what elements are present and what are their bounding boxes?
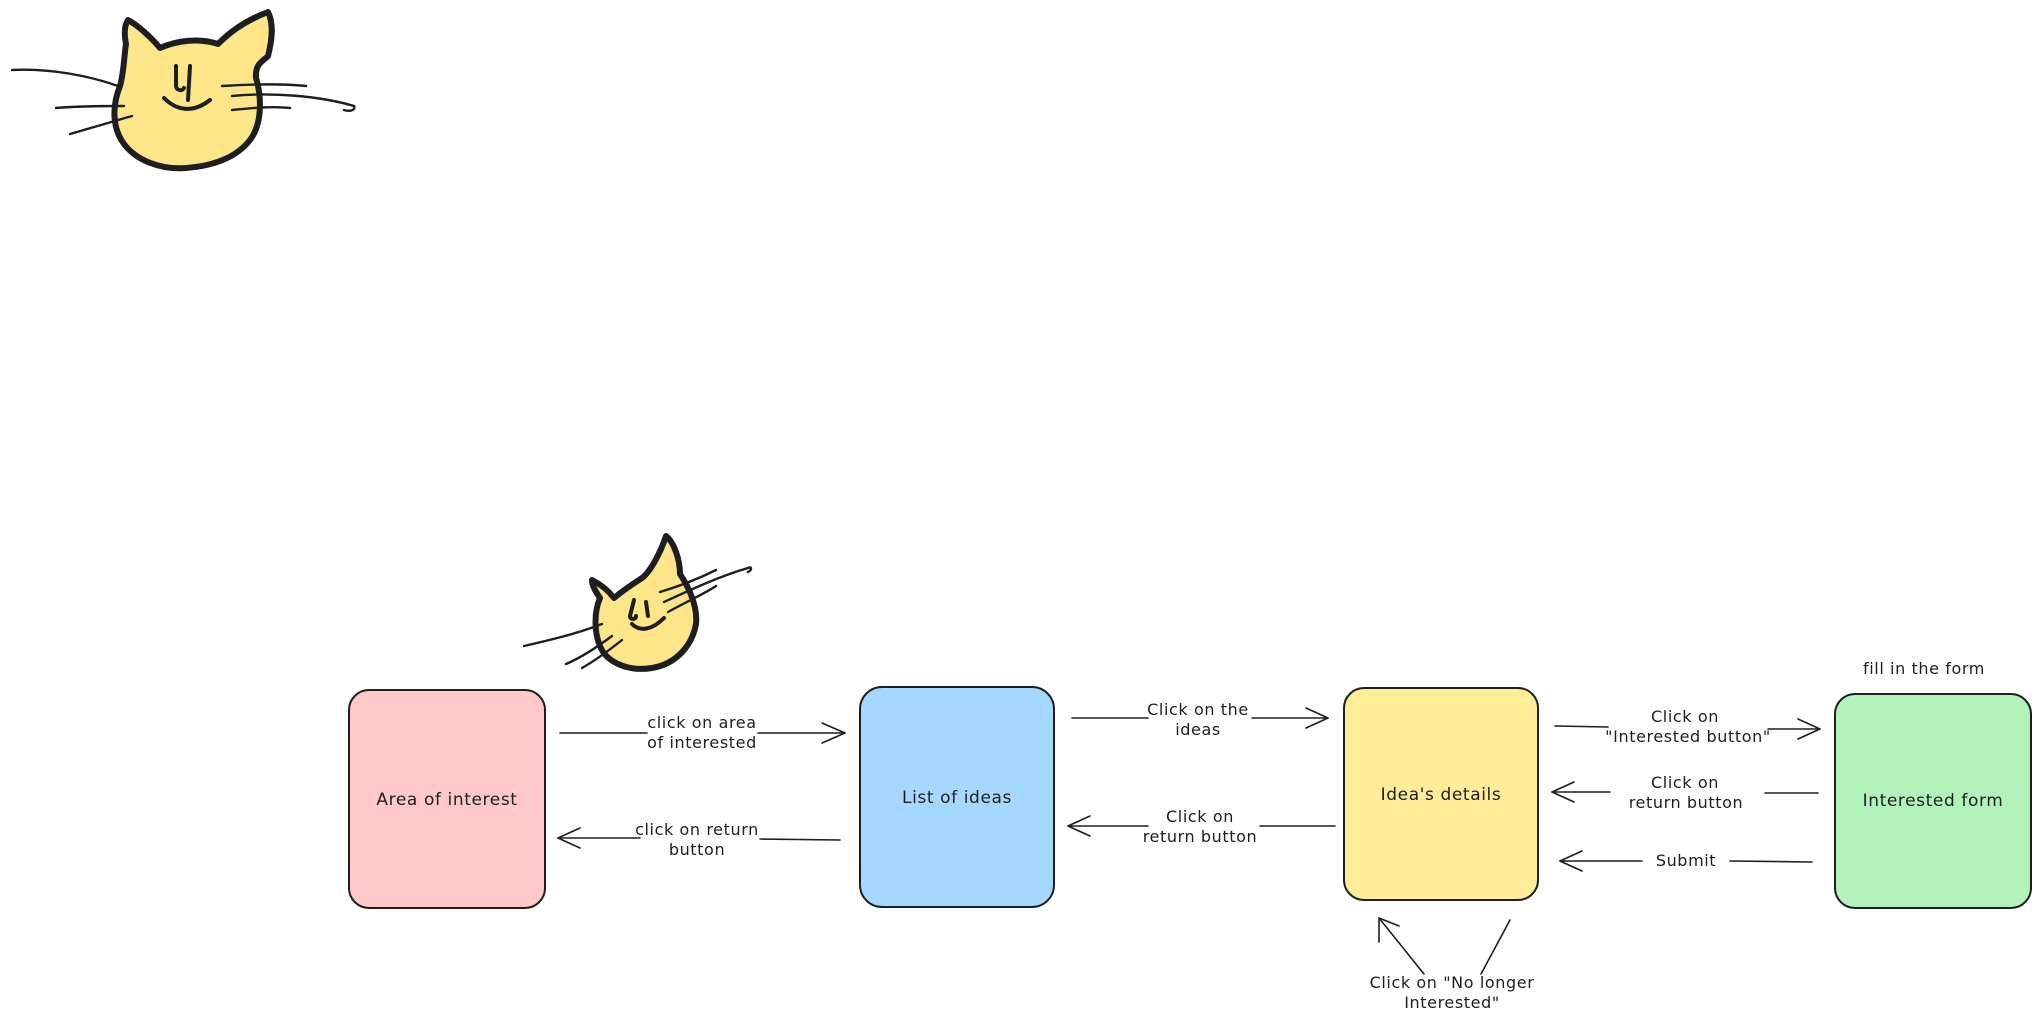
cat-face-large-icon: [10, 9, 356, 172]
node-label-list-of-ideas: List of ideas: [902, 788, 1012, 808]
edge-details-to-form[interactable]: Click on "Interested button": [1554, 707, 1821, 746]
edge-label-area-to-list-line2: of interested: [647, 733, 757, 752]
edge-label-details-to-form-line1: Click on: [1651, 707, 1719, 726]
edge-details-no-longer-interested[interactable]: Click on "No longer Interested": [1370, 917, 1535, 1012]
edge-label-details-to-list-line2: return button: [1143, 827, 1258, 846]
edge-label-list-to-area-line1: click on return: [635, 820, 759, 839]
edge-details-to-list[interactable]: Click on return button: [1067, 807, 1336, 846]
node-interested-form[interactable]: Interested form: [1834, 693, 2032, 909]
node-label-ideas-details: Idea's details: [1381, 785, 1502, 805]
edge-form-to-details-return[interactable]: Click on return button: [1551, 773, 1819, 812]
cat-face-small-icon: [522, 533, 753, 672]
edge-area-to-list[interactable]: click on area of interested: [559, 713, 846, 752]
node-area-of-interest[interactable]: Area of interest: [348, 689, 546, 909]
edge-label-form-to-details-submit: Submit: [1656, 851, 1716, 870]
edge-label-area-to-list-line1: click on area: [647, 713, 756, 732]
node-ideas-details[interactable]: Idea's details: [1343, 687, 1539, 901]
edge-label-no-longer-interested-line2: Interested": [1404, 993, 1500, 1012]
edge-label-list-to-details-line2: ideas: [1175, 720, 1221, 739]
annotation-fill-in-the-form: fill in the form: [1863, 659, 1985, 678]
edge-list-to-details[interactable]: Click on the ideas: [1071, 700, 1329, 739]
edge-label-no-longer-interested-line1: Click on "No longer: [1370, 973, 1535, 992]
edge-label-form-to-details-return-line2: return button: [1629, 793, 1744, 812]
edge-label-form-to-details-return-line1: Click on: [1651, 773, 1719, 792]
edge-label-list-to-details-line1: Click on the: [1147, 700, 1249, 719]
node-list-of-ideas[interactable]: List of ideas: [859, 686, 1055, 908]
edge-label-list-to-area-line2: button: [669, 840, 725, 859]
node-label-area-of-interest: Area of interest: [376, 790, 517, 810]
node-label-interested-form: Interested form: [1863, 791, 2004, 811]
edge-list-to-area[interactable]: click on return button: [557, 820, 841, 859]
edge-form-to-details-submit[interactable]: Submit: [1559, 850, 1813, 872]
edge-label-details-to-list-line1: Click on: [1166, 807, 1234, 826]
edge-label-details-to-form-line2: "Interested button": [1605, 727, 1771, 746]
